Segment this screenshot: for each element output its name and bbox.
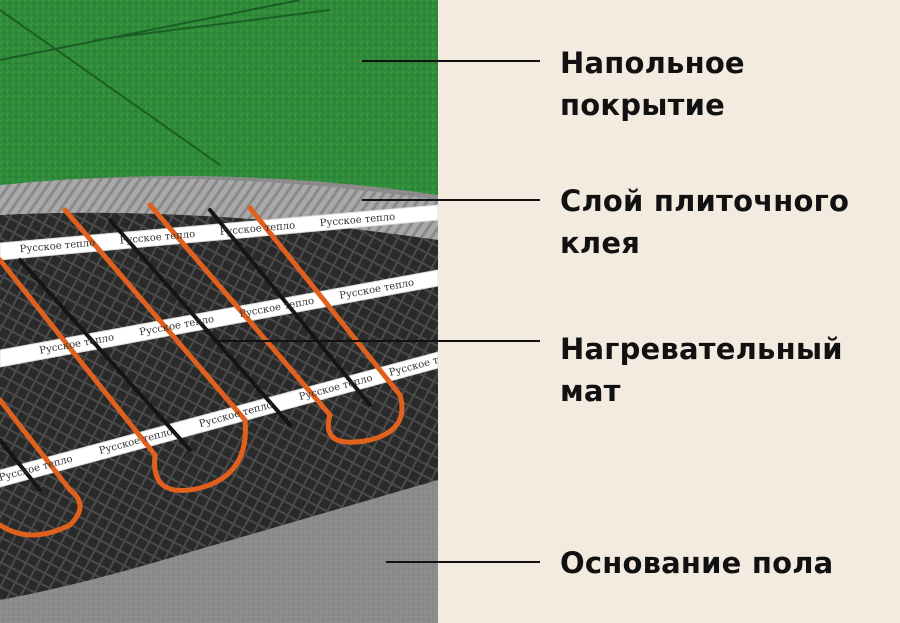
label-line: Напольное xyxy=(560,46,745,80)
label-floor-base: Основание пола xyxy=(560,542,833,584)
label-line: Слой плиточного xyxy=(560,184,850,218)
leader-line-floor-covering xyxy=(362,60,540,62)
tape-strip xyxy=(0,351,438,488)
cable-run xyxy=(18,258,192,452)
leader-line-heating-mat xyxy=(218,340,540,342)
cable-loop xyxy=(326,392,405,445)
tile-seam xyxy=(0,9,221,166)
cable-run xyxy=(0,397,73,493)
cable-run xyxy=(208,208,372,407)
leader-line-tile-adhesive xyxy=(362,199,540,201)
cable-run xyxy=(247,205,403,398)
tape-strip xyxy=(0,269,438,368)
cable-run xyxy=(62,207,248,423)
label-line: клея xyxy=(560,226,641,260)
floor-covering-layer xyxy=(0,0,438,195)
leader-line-floor-base xyxy=(386,561,540,563)
label-line: Нагревательный xyxy=(560,332,843,366)
label-floor-covering: Напольное покрытие xyxy=(560,42,745,126)
label-heating-mat: Нагревательный мат xyxy=(560,328,843,412)
mat-tapes xyxy=(0,204,438,488)
label-line: Основание пола xyxy=(560,546,834,580)
label-line: мат xyxy=(560,374,621,408)
cable-loop xyxy=(152,417,248,494)
cable-loop xyxy=(0,487,83,538)
heating-cable-dark xyxy=(0,208,372,492)
label-tile-adhesive: Слой плиточного клея xyxy=(560,180,849,264)
heating-cable xyxy=(0,202,405,538)
tile-seams xyxy=(0,0,331,166)
label-panel xyxy=(438,0,900,623)
cable-run xyxy=(147,202,333,418)
label-line: покрытие xyxy=(560,88,726,122)
cable-run xyxy=(0,438,42,492)
cable-run xyxy=(108,218,292,427)
tile-seam xyxy=(94,9,331,41)
tile-seam xyxy=(0,0,301,61)
cable-run xyxy=(0,257,158,458)
tape-strip xyxy=(0,204,438,261)
